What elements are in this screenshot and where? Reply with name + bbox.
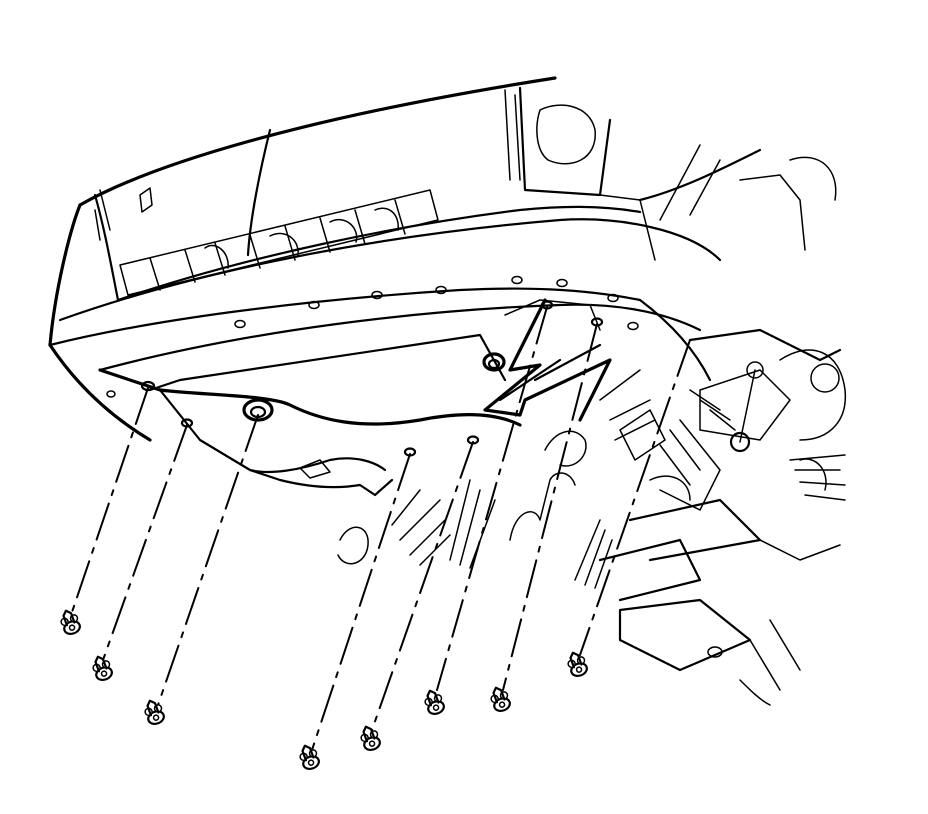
push-pin-retainer-icon [60,609,81,636]
push-pin-retainer-icon [360,725,381,752]
push-pin-retainer-icon [92,655,113,682]
push-pin-retainer-icon [490,686,511,713]
alignment-lines [70,306,691,751]
bumper-fascia [48,76,837,442]
push-pin-retainer-icon [299,744,320,771]
push-pin-retainer-icon [567,651,588,678]
push-pin-retainer-icon [144,699,165,726]
air-deflector-panel [98,298,656,589]
underbody-structure [598,298,847,706]
push-pin-retainer-icon [424,689,445,716]
fastener-group [60,609,588,771]
